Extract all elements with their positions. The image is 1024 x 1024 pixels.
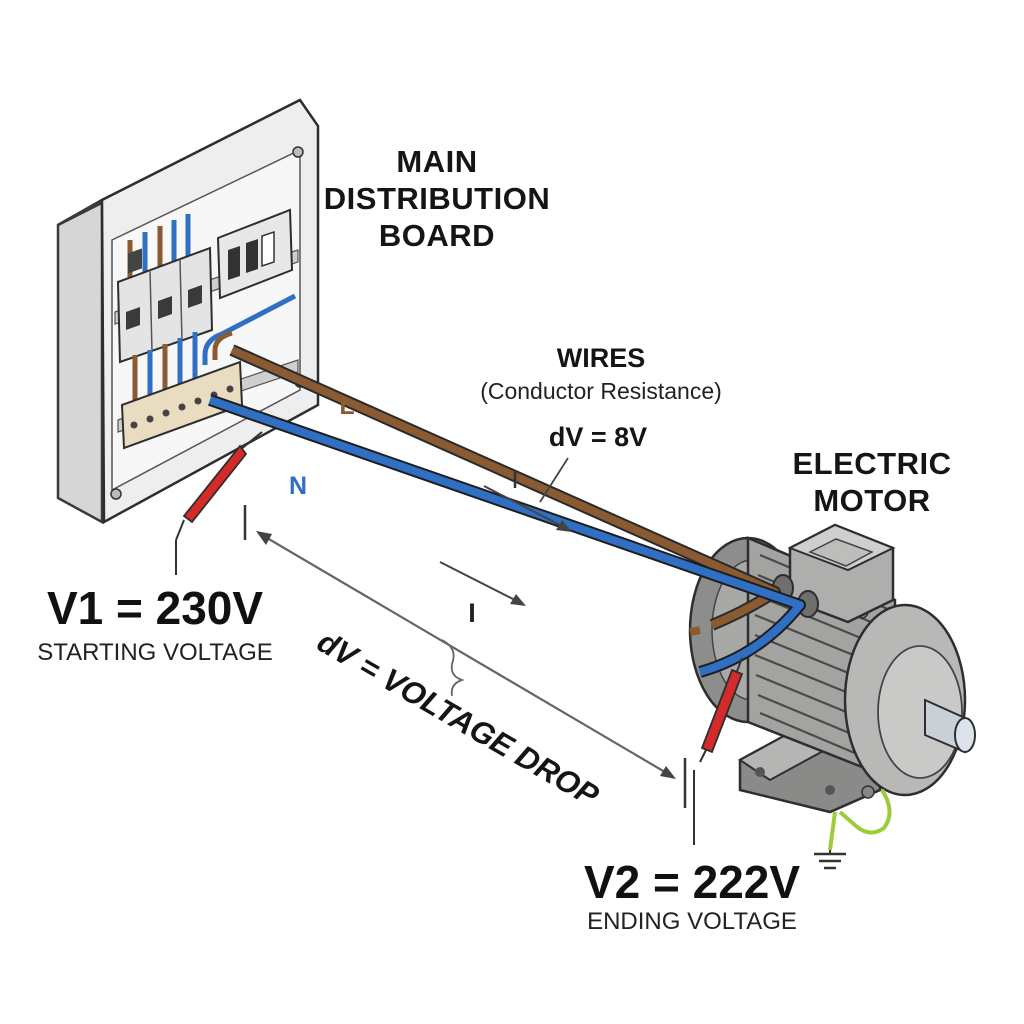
earth-ground — [814, 788, 892, 870]
board-title-line-3: BOARD — [379, 218, 495, 253]
neutral-marker: N — [289, 472, 307, 500]
wires-label: WIRES (Conductor Resistance) dV = 8V — [480, 343, 722, 452]
board-title: MAIN DISTRIBUTION BOARD — [324, 144, 550, 253]
wires-title: WIRES — [557, 343, 646, 373]
probe-start — [175, 431, 263, 575]
board-title-line-2: DISTRIBUTION — [324, 181, 550, 216]
current-arrow-bottom — [439, 561, 526, 606]
v2-label: V2 = 222V ENDING VOLTAGE — [584, 856, 800, 935]
v2-caption: ENDING VOLTAGE — [587, 908, 797, 935]
v2-value: V2 = 222V — [584, 856, 800, 908]
distribution-board — [56, 98, 320, 525]
wires-drop-value: dV = 8V — [549, 422, 647, 452]
voltage-drop-bracket — [243, 505, 687, 808]
v1-caption: STARTING VOLTAGE — [37, 639, 273, 666]
motor-title: ELECTRIC MOTOR — [793, 446, 952, 518]
voltage-drop-label: dV = VOLTAGE DROP — [312, 624, 605, 814]
cable-neutral — [208, 394, 806, 678]
wires-subtitle: (Conductor Resistance) — [480, 378, 722, 404]
motor-title-line-2: MOTOR — [813, 483, 930, 518]
v1-label: V1 = 230V STARTING VOLTAGE — [37, 582, 273, 666]
current-marker: I — [468, 598, 476, 628]
board-title-line-1: MAIN — [396, 144, 477, 179]
probe-end — [693, 657, 744, 845]
line-marker: L — [339, 392, 354, 420]
v1-value: V1 = 230V — [47, 582, 263, 634]
current-arrow-top — [483, 457, 572, 532]
motor-title-line-1: ELECTRIC — [793, 446, 952, 481]
electric-motor — [688, 523, 976, 814]
